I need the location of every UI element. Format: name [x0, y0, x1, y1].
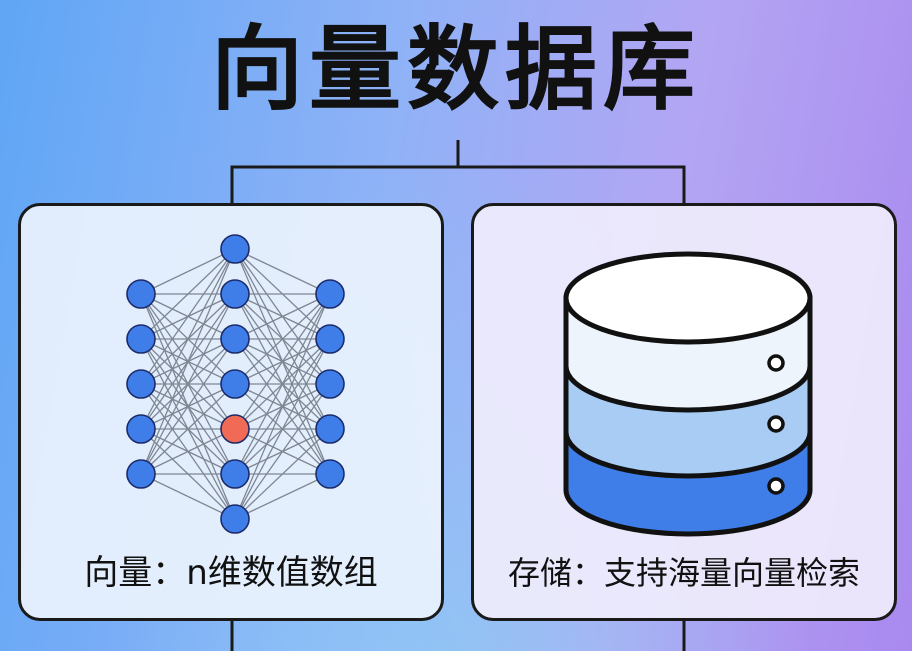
vector-card: 向量：n维数值数组 — [18, 203, 444, 621]
network-node — [220, 369, 250, 399]
network-node — [315, 414, 345, 444]
highlighted-node — [220, 414, 250, 444]
database-icon — [563, 251, 813, 537]
network-node — [220, 324, 250, 354]
network-node — [220, 504, 250, 534]
db-indicator-dot — [767, 354, 785, 372]
network-node — [126, 414, 156, 444]
network-node — [126, 459, 156, 489]
network-node — [126, 369, 156, 399]
storage-card: 存储：支持海量向量检索 — [471, 203, 897, 621]
network-connections — [140, 248, 331, 520]
network-node — [220, 459, 250, 489]
network-node — [220, 234, 250, 264]
vector-caption: 向量：n维数值数组 — [84, 553, 378, 593]
db-indicator-dot — [767, 415, 785, 433]
network-node — [315, 459, 345, 489]
network-node — [126, 324, 156, 354]
db-top-ellipse — [563, 251, 813, 345]
network-node — [315, 279, 345, 309]
page-title: 向量数据库 — [210, 16, 701, 123]
storage-caption: 存储：支持海量向量检索 — [507, 554, 860, 592]
db-indicator-dot — [767, 477, 785, 495]
network-node — [126, 279, 156, 309]
network-node — [315, 324, 345, 354]
network-node — [220, 279, 250, 309]
neural-network-icon — [126, 234, 345, 534]
network-node — [315, 369, 345, 399]
